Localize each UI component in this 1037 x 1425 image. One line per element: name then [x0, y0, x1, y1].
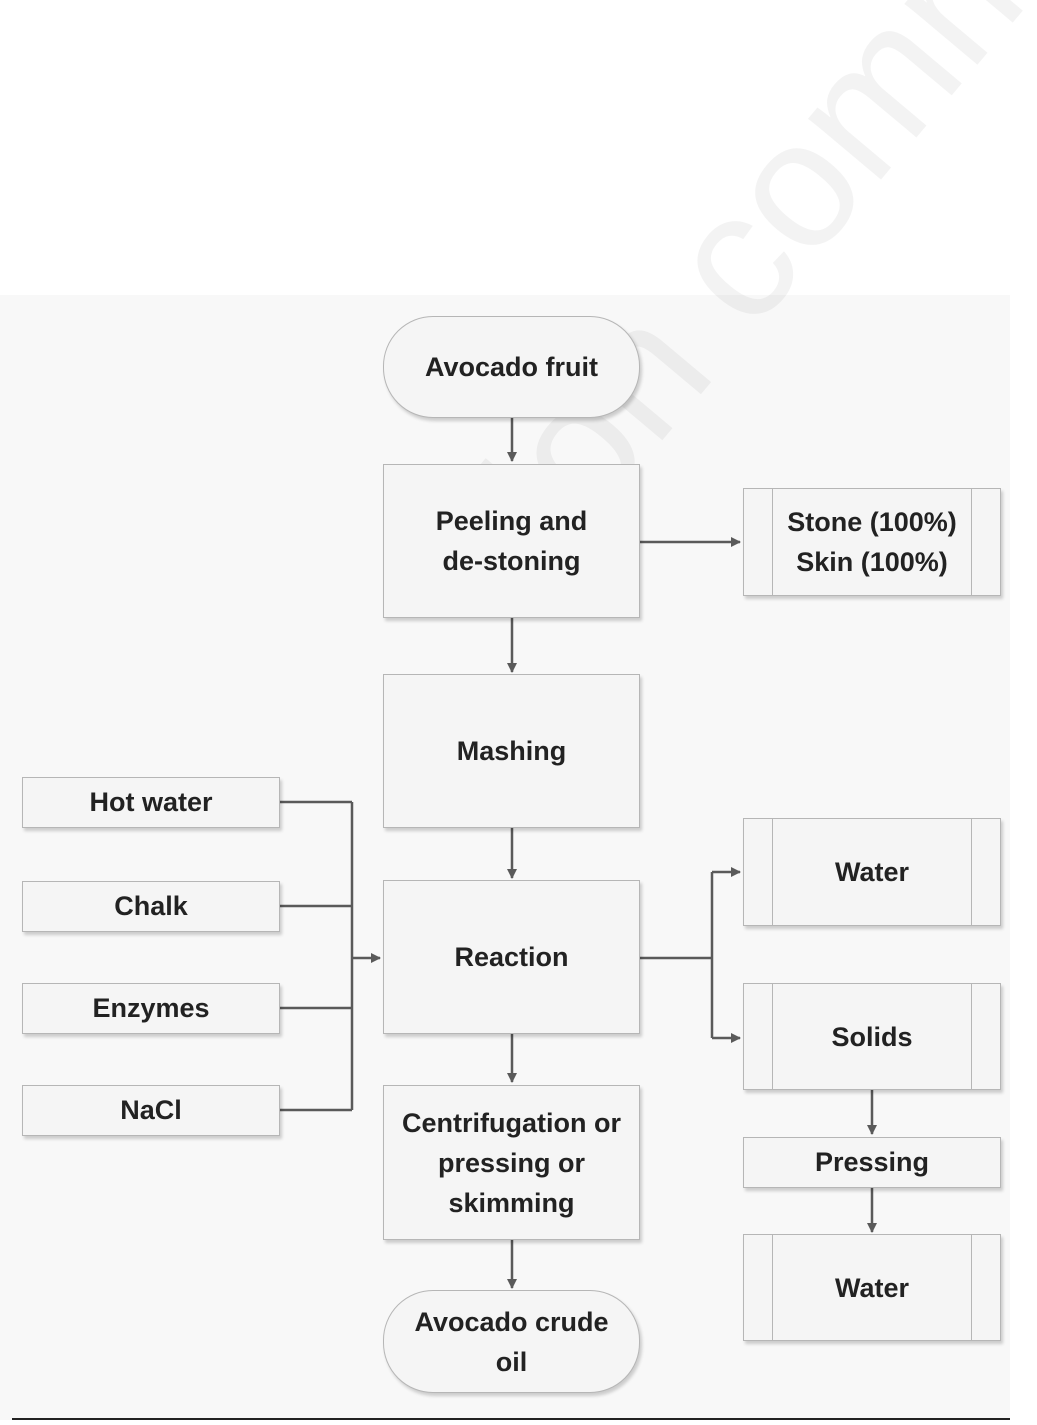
avocado-fruit-node: Avocado fruit	[383, 316, 640, 418]
water-output-2-node: Water	[743, 1234, 1001, 1341]
avocado-crude-oil-label: Avocado crude oil	[414, 1306, 609, 1377]
chalk-node: Chalk	[22, 881, 280, 932]
mashing-node: Mashing	[383, 674, 640, 828]
hot-water-label: Hot water	[89, 787, 213, 817]
solids-node: Solids	[743, 983, 1001, 1090]
peeling-destoning-label: Peeling and de-stoning	[435, 506, 588, 576]
water-output-2-label: Water	[834, 1272, 909, 1303]
chalk-label: Chalk	[114, 891, 188, 921]
avocado-fruit-label: Avocado fruit	[424, 352, 598, 382]
water-output-1-node: Water	[743, 818, 1001, 926]
reaction-label: Reaction	[454, 942, 569, 972]
pressing-label: Pressing	[814, 1147, 930, 1177]
water-output-1-label: Water	[834, 857, 909, 887]
reaction-node: Reaction	[383, 880, 640, 1034]
pressing-node: Pressing	[743, 1137, 1001, 1188]
centrifugation-label: Centrifugation or pressing or skimming	[402, 1107, 621, 1218]
enzymes-node: Enzymes	[22, 983, 280, 1034]
solids-label: Solids	[831, 1021, 913, 1052]
mashing-label: Mashing	[456, 736, 567, 766]
enzymes-label: Enzymes	[92, 993, 210, 1023]
bottom-divider	[12, 1418, 1010, 1420]
centrifugation-node: Centrifugation or pressing or skimming	[383, 1085, 640, 1240]
nacl-label: NaCl	[120, 1095, 182, 1125]
avocado-crude-oil-node: Avocado crude oil	[383, 1290, 640, 1393]
stone-skin-node: Stone (100%) Skin (100%)	[743, 488, 1001, 596]
hot-water-node: Hot water	[22, 777, 280, 828]
peeling-destoning-node: Peeling and de-stoning	[383, 464, 640, 618]
nacl-node: NaCl	[22, 1085, 280, 1136]
stone-skin-label: Stone (100%) Skin (100%)	[787, 507, 957, 577]
